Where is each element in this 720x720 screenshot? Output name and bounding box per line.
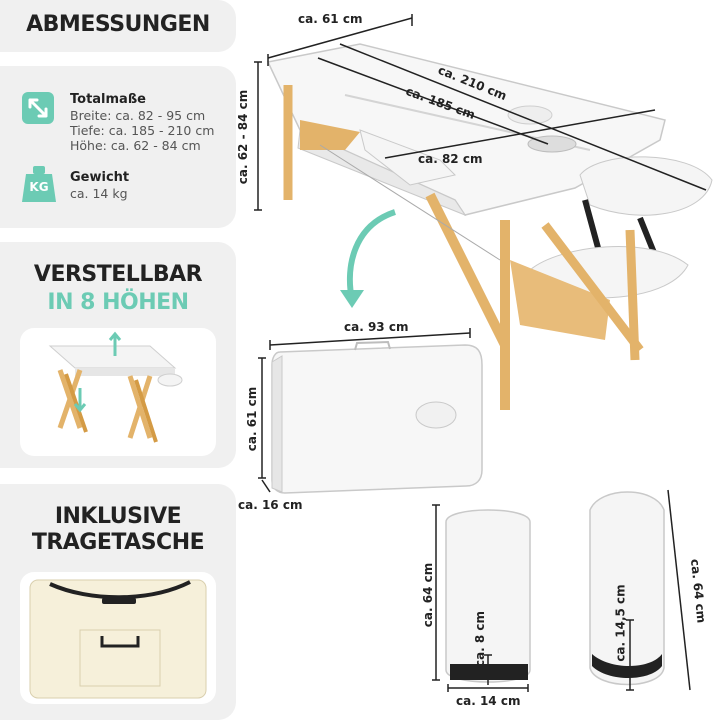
table-height-label: ca. 62 - 84 cm <box>236 89 251 185</box>
adjustable-subtitle: IN 8 HÖHEN <box>47 290 189 315</box>
folded-length-label: ca. 93 cm <box>344 320 409 334</box>
bag-subtitle: TRAGETASCHE <box>31 530 205 555</box>
weight-title: Gewicht <box>70 170 130 185</box>
total-dimensions-title: Totalmaße <box>70 92 147 107</box>
dimensions-title: ABMESSUNGEN <box>26 12 210 37</box>
weight-icon-label: KG <box>29 180 49 194</box>
dimensions-icon <box>22 92 54 124</box>
depth-spec: Tiefe: ca. 185 - 210 cm <box>70 123 215 138</box>
full-roll-diameter-label: ca. 14,5 cm <box>613 584 628 662</box>
adjustable-title: VERSTELLBAR <box>33 262 203 287</box>
folded-depth-label: ca. 16 cm <box>238 498 303 512</box>
adjustable-image <box>20 328 216 456</box>
half-roll-height-label: ca. 8 cm <box>473 610 488 668</box>
table-width-arms-label: ca. 82 cm <box>418 152 483 166</box>
height-spec: Höhe: ca. 62 - 84 cm <box>70 138 201 153</box>
bag-title: INKLUSIVE <box>54 504 182 529</box>
weight-value: ca. 14 kg <box>70 186 128 201</box>
half-roll-length-label: ca. 64 cm <box>421 562 436 628</box>
half-roll-width-label: ca. 14 cm <box>456 694 521 708</box>
folded-width-label: ca. 61 cm <box>245 386 260 452</box>
table-width-label: ca. 61 cm <box>298 12 363 26</box>
width-spec: Breite: ca. 82 - 95 cm <box>70 108 206 123</box>
weight-icon: KG <box>22 166 56 202</box>
bag-image <box>20 572 216 704</box>
dimensions-header-panel <box>0 0 236 52</box>
